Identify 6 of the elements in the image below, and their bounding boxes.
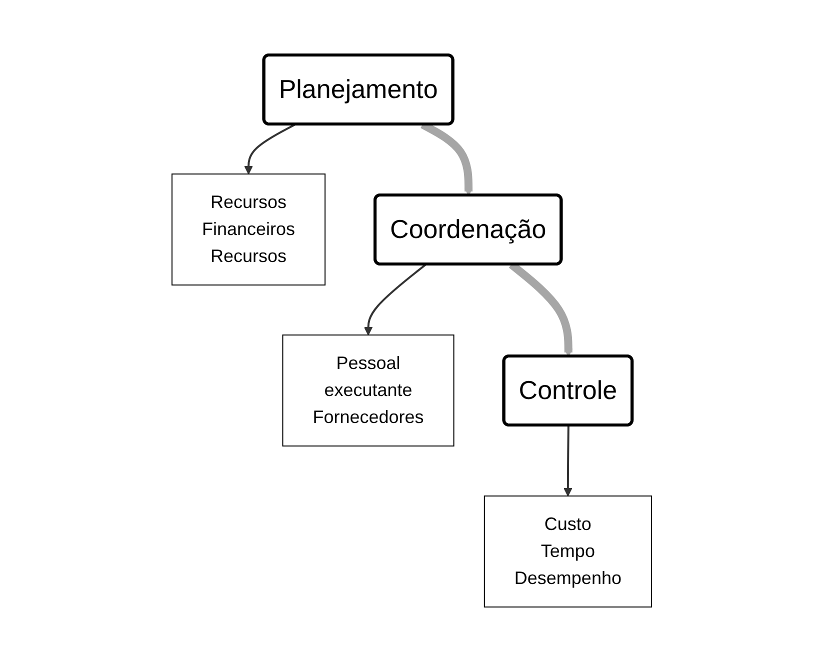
arrow bbox=[364, 263, 426, 335]
arrow bbox=[563, 424, 572, 496]
node-box: Custo Tempo Desempenho bbox=[484, 495, 652, 607]
node-box: Recursos Financeiros Recursos bbox=[171, 173, 326, 285]
arrow bbox=[244, 123, 296, 174]
node-box: Pessoal executante Fornecedores bbox=[282, 334, 454, 446]
